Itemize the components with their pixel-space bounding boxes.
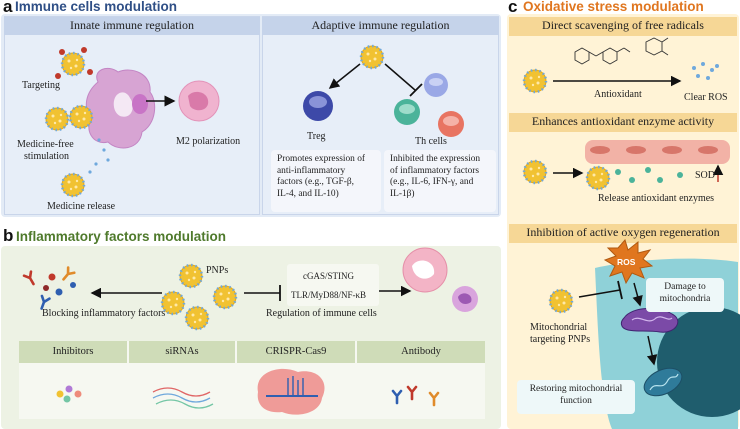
antioxidant-molecules <box>574 37 669 65</box>
nanoparticle-enzyme <box>522 159 548 185</box>
arrow-treg <box>328 63 361 89</box>
label-antioxidant: Antioxidant <box>594 89 642 100</box>
scavenging-header: Direct scavenging of free radicals <box>509 17 737 36</box>
label-pathway-2: TLR/MyD88/NF-κB <box>291 290 367 300</box>
label-m2: M2 polarization <box>176 136 241 147</box>
macrophage-cell <box>85 67 156 149</box>
inhibitor-molecules <box>56 385 82 403</box>
tab-sirnas: siRNAs <box>129 341 235 363</box>
nanoparticle-enzyme-2 <box>585 165 611 191</box>
inhibit-th <box>384 63 416 91</box>
nanoparticle-free <box>44 106 70 132</box>
tab-crispr: CRISPR-Cas9 <box>237 341 355 363</box>
treg-note: Promotes expression of anti-inflammatory… <box>271 150 381 212</box>
inflammatory-factors <box>22 266 76 312</box>
label-pnps: PNPs <box>206 265 229 276</box>
pnp-4 <box>184 305 210 331</box>
nanoparticle-targeting <box>60 51 86 77</box>
label-blocking: Blocking inflammatory factors <box>42 308 166 319</box>
damaged-mitochondrion <box>620 308 679 333</box>
inhibit-ros <box>578 289 621 298</box>
regeneration-header: Inhibition of active oxygen regeneration <box>509 224 737 243</box>
tab-antibody: Antibody <box>357 341 485 363</box>
ros-burst <box>603 238 654 285</box>
nanoparticle-mito <box>548 288 574 314</box>
restore-note: Restoring mitochondrial function <box>517 380 635 414</box>
adaptive-header: Adaptive immune regulation <box>262 17 499 35</box>
enzyme-header: Enhances antioxidant enzyme activity <box>509 113 737 132</box>
tab-inhibitors: Inhibitors <box>19 341 127 363</box>
damage-note: Damage to mitochondria <box>646 278 724 312</box>
label-mito-2: targeting PNPs <box>530 334 591 345</box>
nanoparticle-adaptive <box>359 44 385 70</box>
panel-b-letter: b <box>3 226 14 245</box>
innate-header: Innate immune regulation <box>4 17 260 35</box>
panel-b-title: Inflammatory factors modulation <box>16 229 227 244</box>
label-th: Th cells <box>415 136 447 147</box>
restored-mitochondrion <box>643 367 683 397</box>
pnp-2 <box>212 284 238 310</box>
label-ros: ROS <box>617 257 636 267</box>
label-targeting: Targeting <box>22 80 60 91</box>
label-clear-ros: Clear ROS <box>684 92 728 103</box>
nanoparticle-scavenge <box>522 68 548 94</box>
label-medicine-free-1: Medicine-free <box>17 139 74 150</box>
label-release: Release antioxidant enzymes <box>598 193 715 204</box>
panel-c-title: Oxidative stress modulation <box>523 0 704 14</box>
sirna-strands <box>152 387 214 409</box>
label-treg: Treg <box>307 131 326 142</box>
ros-dots <box>692 62 719 80</box>
m2-cell <box>178 80 220 122</box>
arrow-restore <box>646 335 658 366</box>
nucleus <box>657 307 740 417</box>
label-regulation: Regulation of immune cells <box>266 308 377 319</box>
panel-c-letter: c <box>508 0 518 16</box>
label-pathway-1: cGAS/STING <box>303 271 354 281</box>
immune-cells-b <box>402 247 478 312</box>
crispr-complex <box>257 368 325 415</box>
pnp-1 <box>178 263 204 289</box>
nanoparticle-free-2 <box>68 104 94 130</box>
label-sod: SOD <box>695 170 716 181</box>
label-medicine-free-2: stimulation <box>24 151 69 162</box>
panel-a-letter: a <box>3 0 13 16</box>
th-note: Inhibited the expression of inflammatory… <box>384 150 496 212</box>
label-medicine-release: Medicine release <box>47 201 116 212</box>
label-mito-1: Mitochondrial <box>530 322 588 333</box>
tool-strip: Inhibitors siRNAs CRISPR-Cas9 Antibody <box>19 341 485 419</box>
pathway-box <box>287 264 379 306</box>
cell-layer <box>585 140 730 164</box>
th-cells <box>394 73 464 137</box>
antibodies <box>391 385 440 407</box>
treg-cell <box>303 91 333 121</box>
nanoparticle-release <box>60 172 86 198</box>
panel-a-title: Immune cells modulation <box>15 0 178 14</box>
enzyme-dots <box>615 167 683 183</box>
